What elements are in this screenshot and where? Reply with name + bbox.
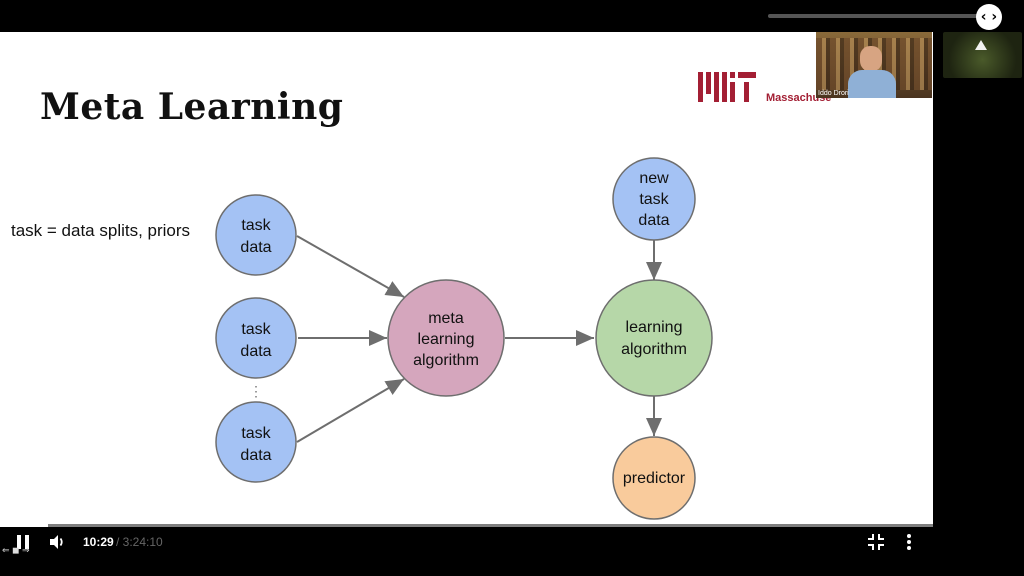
presentation-slide: Meta Learning task = data splits, priors… [0,32,933,524]
node-label: task [639,191,669,208]
speaker-head [860,46,882,72]
exit-fullscreen-icon[interactable] [867,533,885,551]
task-data-node-1: task data [215,194,297,276]
task-node-circle [215,401,297,483]
current-time: 10:29 [83,535,114,549]
task-node-circle [215,297,297,379]
node-label: task [241,321,271,338]
top-seek-bar[interactable] [768,14,978,18]
meta-learning-diagram: task data task data ⋮ task data meta lea… [215,157,713,520]
task-data-node-3: task data [215,401,297,483]
arrow-task1-to-meta [296,235,405,298]
ellipsis: ⋮ [249,383,263,399]
node-label: task [241,217,271,234]
more-vertical-icon[interactable] [905,533,913,551]
node-label: algorithm [621,341,687,358]
logo-triangle-icon [975,40,987,50]
node-label: data [638,212,669,229]
total-time: / 3:24:10 [116,535,163,549]
progress-bar[interactable] [0,524,933,527]
top-bar: ‹ › [0,0,1024,32]
secondary-video-thumbnail[interactable] [943,32,1022,78]
task-data-node-2: task data [215,297,297,379]
predictor-node-circle [612,436,696,520]
institution-label: Massachuse [766,92,832,104]
progress-fill [0,524,48,527]
meta-node-circle [387,279,505,397]
speaker-body [848,70,896,98]
diagram-arrows [296,235,662,443]
video-controls: 10:29 / 3:24:10 [0,524,933,557]
node-label: data [240,343,271,360]
node-label: new [639,170,669,187]
node-label: learning [418,331,475,348]
pause-icon[interactable] [16,535,30,549]
node-label: predictor [623,470,686,487]
node-label: task [241,425,271,442]
meta-learning-algorithm-node: meta learning algorithm [387,279,505,397]
slide-title: Meta Learning [40,86,344,128]
new-task-node-circle [612,157,696,241]
learning-algorithm-node: learning algorithm [595,279,713,397]
mit-logo-icon [698,72,756,102]
node-label: data [240,447,271,464]
new-task-data-node: new task data [612,157,696,241]
volume-icon[interactable] [48,533,66,551]
task-definition-note: task = data splits, priors [11,221,191,240]
node-label: meta [428,310,464,327]
task-node-circle [215,194,297,276]
bottom-left-glyphs: ⇐ ◼ ⇒ [2,545,30,555]
node-label: data [240,239,271,256]
expand-collapse-icon[interactable]: ‹ › [976,4,1002,30]
predictor-node: predictor [612,436,696,520]
learning-node-circle [595,279,713,397]
speaker-video-thumbnail[interactable]: Iddo Drori [816,32,932,98]
node-label: algorithm [413,352,479,369]
arrow-task3-to-meta [296,378,405,443]
node-label: learning [626,319,683,336]
speaker-name-label: Iddo Drori [818,90,849,97]
